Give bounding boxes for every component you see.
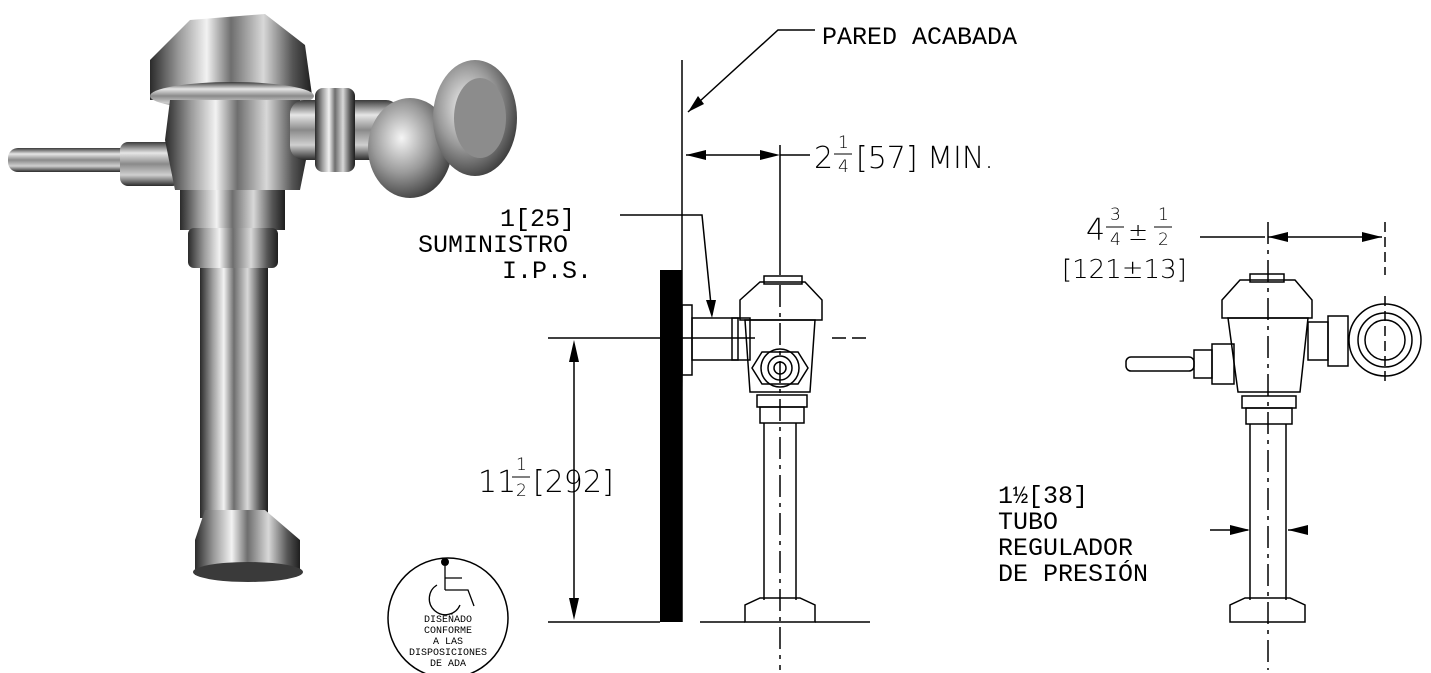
height-whole: 11 <box>478 465 516 500</box>
min-offset-whole: 2 <box>814 141 833 176</box>
handle-whole: 4 <box>1086 213 1105 248</box>
tube-size-label: 1½[38] <box>998 482 1088 511</box>
height-label: 11 1 2 [292] <box>478 455 614 501</box>
supply-type-label: SUMINISTRO <box>418 231 568 260</box>
height-frac-den: 2 <box>516 481 527 501</box>
min-offset-label: 2 1 4 [57] MIN. <box>814 133 994 177</box>
side-view-drawing <box>548 29 870 670</box>
chrome-flush-valve-photo <box>8 14 517 582</box>
ada-compliance-badge: DISEÑADO CONFORME A LAS DISPOSICIONES DE… <box>387 557 509 673</box>
min-offset-frac-den: 4 <box>838 157 849 177</box>
handle-frac-num: 3 <box>1110 205 1121 225</box>
ada-line5: DE ADA <box>430 659 466 670</box>
min-offset-metric: [57] MIN. <box>856 141 994 176</box>
tube-label-line2: REGULADOR <box>998 534 1133 563</box>
handle-tol-sign: ± <box>1128 218 1148 246</box>
handle-tol-den: 2 <box>1158 230 1169 250</box>
wheelchair-icon <box>428 558 475 616</box>
finished-wall-label: PARED ACABADA <box>822 23 1017 52</box>
tube-label-line1: TUBO <box>998 508 1058 537</box>
tube-label-line3: DE PRESIÓN <box>998 559 1148 589</box>
height-metric: [292] <box>533 465 614 500</box>
ada-line2: CONFORME <box>424 626 472 637</box>
supply-size-label: 1[25] <box>500 205 575 234</box>
supply-standard-label: I.P.S. <box>502 257 592 286</box>
handle-metric: [121±13] <box>1062 255 1187 285</box>
handle-tol-num: 1 <box>1158 205 1169 225</box>
handle-offset-label: 4 3 4 ± 1 2 [121±13] <box>1062 205 1187 285</box>
ada-line1: DISEÑADO <box>424 613 472 626</box>
ada-line3: A LAS <box>433 637 463 648</box>
min-offset-frac-num: 1 <box>838 133 849 153</box>
ada-line4: DISPOSICIONES <box>409 648 487 659</box>
height-frac-num: 1 <box>516 455 527 475</box>
handle-frac-den: 4 <box>1110 230 1121 250</box>
front-view-drawing <box>1125 222 1422 670</box>
